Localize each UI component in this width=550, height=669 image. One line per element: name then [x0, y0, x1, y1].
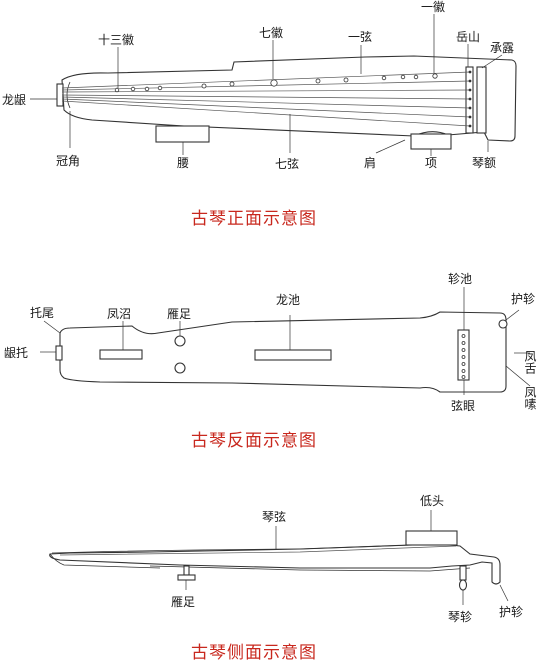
hui-10 — [157, 85, 163, 91]
hui-11 — [144, 86, 150, 92]
label-qin-zhen: 琴轸 — [448, 610, 472, 624]
side-qinzhen — [459, 565, 467, 581]
label-jian: 肩 — [364, 155, 376, 170]
label-qin-xian: 琴弦 — [262, 509, 286, 524]
label-yao: 腰 — [177, 156, 189, 170]
back-huzhen — [498, 319, 508, 329]
front-view: 十三徽 七徽 一弦 一徽 岳山 承露 龙龈 冠角 腰 七弦 肩 项 琴额 古琴正… — [2, 0, 517, 229]
label-guan-jiao: 冠角 — [56, 154, 80, 168]
back-fengzhao — [99, 349, 143, 360]
hui-6 — [315, 78, 321, 84]
label-yin-tuo: 龈托 — [4, 346, 28, 360]
back-yanzu-2 — [174, 362, 186, 374]
back-yintuo — [55, 345, 63, 361]
label-zhen-chi: 轸池 — [448, 272, 472, 286]
side-bottom-line — [149, 565, 471, 572]
string-5 — [61, 96, 471, 109]
front-leaders — [30, 14, 503, 156]
string-4 — [61, 94, 471, 100]
hui-8 — [229, 81, 235, 87]
side-view: 琴弦 低头 雁足 琴轸 护轸 古琴侧面示意图 — [49, 494, 523, 663]
side-tail — [49, 553, 161, 569]
hui-13 — [114, 87, 120, 93]
label-di-tou: 低头 — [420, 494, 444, 508]
label-long-yin: 龙龈 — [2, 93, 26, 107]
back-xianyan-holes — [461, 334, 466, 379]
label-yan-zu-back: 雁足 — [167, 307, 191, 321]
hui-3 — [400, 74, 406, 80]
front-hui-markers — [114, 73, 438, 93]
string-2 — [61, 80, 471, 91]
caption-back: 古琴反面示意图 — [191, 431, 317, 451]
front-chenglu — [476, 66, 487, 134]
back-longchi — [254, 349, 332, 361]
label-qin-e: 琴额 — [472, 156, 496, 170]
hui-7 — [270, 79, 278, 87]
label-long-chi: 龙池 — [276, 293, 300, 307]
string-1 — [61, 71, 471, 89]
front-string-ends — [468, 70, 472, 128]
label-yan-zu-side: 雁足 — [171, 595, 195, 609]
hui-4 — [381, 75, 387, 81]
back-view: 轸池 护轸 托尾 凤沼 雁足 龙池 龈托 凤舌 凤嗉 弦眼 古琴反面示意图 — [4, 272, 537, 451]
string-6 — [61, 98, 471, 118]
side-ditou-block — [405, 530, 458, 546]
label-xian-yan: 弦眼 — [451, 398, 475, 413]
front-strings — [61, 71, 471, 127]
label-tuo-wei: 托尾 — [30, 306, 54, 320]
label-shisan-hui: 十三徽 — [98, 32, 134, 47]
label-hu-zhen-side: 护轸 — [499, 605, 523, 619]
side-yanzu-stem — [183, 565, 190, 576]
caption-side: 古琴侧面示意图 — [191, 643, 317, 663]
back-yanzu-1 — [174, 335, 186, 347]
front-xiang-block — [410, 133, 452, 150]
string-7 — [61, 100, 471, 127]
side-string-line — [59, 545, 457, 556]
hui-2 — [413, 74, 419, 80]
side-top-surface — [51, 543, 441, 554]
label-feng-sou: 凤嗉 — [523, 386, 537, 410]
label-qi-xian: 七弦 — [275, 156, 299, 171]
front-yao-block — [155, 125, 210, 143]
string-3 — [61, 89, 471, 93]
hui-12 — [130, 86, 136, 92]
side-yanzu-cap — [177, 574, 196, 581]
label-yue-shan: 岳山 — [456, 30, 480, 44]
hui-5 — [343, 77, 349, 83]
label-xiang: 项 — [425, 156, 437, 170]
label-feng-zhao: 凤沼 — [107, 307, 131, 321]
label-qi-hui: 七徽 — [259, 25, 283, 40]
hui-1 — [432, 73, 438, 79]
back-leaders — [40, 287, 531, 395]
label-feng-she: 凤舌 — [523, 350, 537, 374]
side-leaders — [185, 510, 509, 605]
caption-front: 古琴正面示意图 — [191, 209, 317, 229]
label-hu-zhen-back: 护轸 — [511, 292, 535, 306]
label-cheng-lu: 承露 — [490, 41, 514, 55]
label-yi-xian: 一弦 — [348, 29, 372, 44]
side-qinzhen-tip — [458, 579, 468, 591]
back-zhenchi — [457, 329, 470, 381]
label-yi-hui: 一徽 — [421, 0, 445, 14]
side-body-outline — [49, 543, 501, 585]
hui-9 — [201, 83, 207, 89]
